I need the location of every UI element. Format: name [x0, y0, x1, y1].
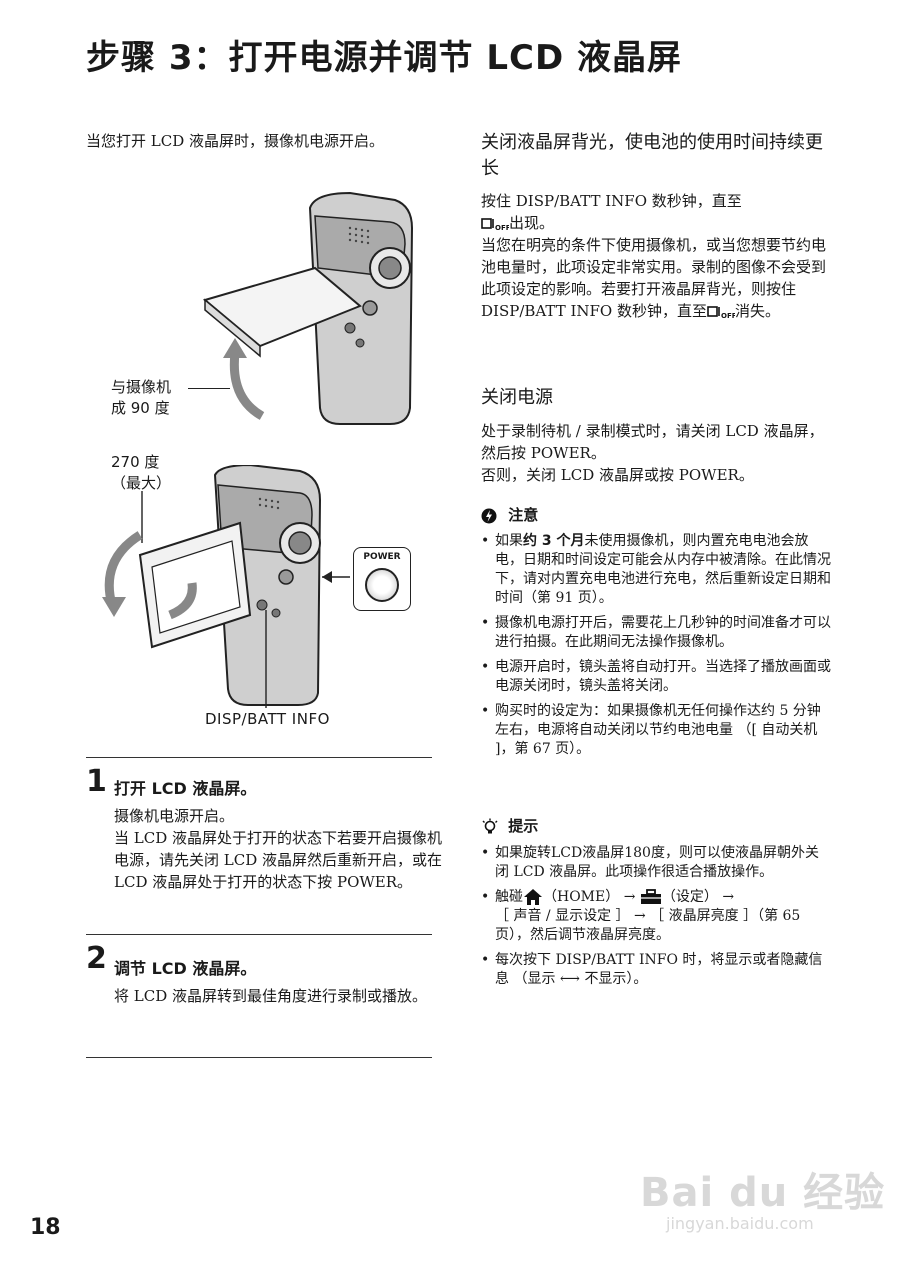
disp-batt-info-label: DISP/BATT INFO [205, 710, 330, 728]
poweroff-line2: 否则，关闭 LCD 液晶屏或按 POWER。 [481, 466, 754, 484]
toolbox-icon [640, 889, 661, 904]
backlight-off-icon-2: OFF [707, 306, 735, 320]
backlight-para2-a: 当您在明亮的条件下使用摄像机，或当您想要节约电池电量时，此项设定非常实用。录制的… [481, 236, 827, 320]
callout-270-degrees: 270 度 （最大） [111, 452, 171, 494]
step1-divider [86, 757, 432, 758]
page-title: 步骤 3：打开电源并调节 LCD 液晶屏 [86, 38, 683, 78]
note-item: 摄像机电源打开后，需要花上几秒钟的时间准备才可以进行拍摄。在此期间无法操作摄像机… [481, 614, 831, 652]
callout-90-leader [188, 388, 230, 389]
step2-title: 调节 LCD 液晶屏。 [114, 959, 257, 978]
backlight-body: 按住 DISP/BATT INFO 数秒钟，直至 OFF 出现。 当您在明亮的条… [481, 190, 826, 322]
left-right-arrow-icon: ⟷ [559, 971, 580, 987]
backlight-para2: 当您在明亮的条件下使用摄像机，或当您想要节约电池电量时，此项设定非常实用。录制的… [481, 234, 826, 322]
callout-90-degrees: 与摄像机 成 90 度 [111, 377, 171, 419]
backlight-para1: 按住 DISP/BATT INFO 数秒钟，直至 OFF 出现。 [481, 190, 826, 234]
note-item: 电源开启时，镜头盖将自动打开。当选择了播放画面或电源关闭时，镜头盖将关闭。 [481, 658, 831, 696]
tip-item: 如果旋转LCD液晶屏180度，则可以使液晶屏朝外关闭 LCD 液晶屏。此项操作很… [481, 844, 831, 882]
backlight-para2-b: 消失。 [735, 302, 781, 320]
power-label: POWER [363, 552, 401, 562]
note-item-1-bold: 约 3 个月 [523, 533, 585, 549]
note-item: 购买时的设定为：如果摄像机无任何操作达约 5 分钟左右，电源将自动关闭以节约电池… [481, 702, 831, 759]
power-button-icon [365, 568, 399, 602]
svg-text:OFF: OFF [721, 312, 735, 320]
tip3-a: 每次按下 DISP/BATT INFO 时，将显示或者隐藏信息 （显示 [495, 952, 823, 987]
callout-270-line2: （最大） [111, 474, 172, 492]
step1-body-line2: 当 LCD 液晶屏处于打开的状态下若要开启摄像机电源，请先关闭 LCD 液晶屏然… [114, 829, 443, 891]
note-heading-text: 注意 [508, 506, 539, 524]
step1-body: 摄像机电源开启。 当 LCD 液晶屏处于打开的状态下若要开启摄像机电源，请先关闭… [114, 805, 444, 893]
tip-item: 每次按下 DISP/BATT INFO 时，将显示或者隐藏信息 （显示 ⟷ 不显… [481, 951, 831, 989]
backlight-off-icon: OFF [481, 218, 509, 232]
note-item-1-post: 未使用摄像机，则内置充电电池会放电，日期和时间设定可能会从内存中被清除。在此情况… [495, 533, 831, 606]
right-arrow-icon: → [633, 908, 651, 924]
tip2-c: （设定） [661, 889, 718, 905]
backlight-heading: 关闭液晶屏背光，使电池的使用时间持续更长 [481, 132, 823, 179]
page-number: 18 [30, 1215, 61, 1240]
intro-text: 当您打开 LCD 液晶屏时，摄像机电源开启。 [86, 132, 385, 150]
watermark-url: jingyan.baidu.com [666, 1214, 814, 1233]
notes-list: 如果约 3 个月未使用摄像机，则内置充电电池会放电，日期和时间设定可能会从内存中… [481, 532, 831, 765]
backlight-para1-b: 出现。 [509, 214, 555, 232]
step2-divider [86, 934, 432, 935]
tip2-a: 触碰 [495, 889, 523, 905]
callout-90-line1: 与摄像机 [111, 378, 172, 396]
caution-icon [481, 508, 497, 523]
tip-heading: 提示 [481, 815, 538, 836]
step1-title: 打开 LCD 液晶屏。 [114, 779, 257, 798]
note-heading: 注意 [481, 504, 538, 525]
poweroff-heading: 关闭电源 [481, 387, 553, 408]
note-item: 如果约 3 个月未使用摄像机，则内置充电电池会放电，日期和时间设定可能会从内存中… [481, 532, 831, 608]
step2-number: 2 [86, 941, 107, 976]
tip3-b: 不显示）。 [584, 971, 648, 987]
watermark: Bai du 经验 jingyan.baidu.com [640, 1160, 885, 1233]
tip2-e: ［ 液晶屏亮度 ］（第 65 页），然后调节液晶屏亮度。 [495, 908, 801, 943]
poweroff-body: 处于录制待机 / 录制模式时，请关闭 LCD 液晶屏，然后按 POWER。 否则… [481, 420, 826, 486]
note-item-1-pre: 如果 [495, 533, 523, 549]
step1-number: 1 [86, 764, 107, 799]
poweroff-line1: 处于录制待机 / 录制模式时，请关闭 LCD 液晶屏，然后按 POWER。 [481, 422, 824, 462]
step2-body: 将 LCD 液晶屏转到最佳角度进行录制或播放。 [114, 987, 428, 1005]
callout-270-line1: 270 度 [111, 453, 160, 471]
tips-list: 如果旋转LCD液晶屏180度，则可以使液晶屏朝外关闭 LCD 液晶屏。此项操作很… [481, 844, 831, 995]
svg-text:OFF: OFF [495, 224, 509, 232]
callout-90-line2: 成 90 度 [111, 399, 170, 417]
camcorder-90-illustration [202, 191, 414, 425]
tip-item: 触碰 （HOME） → （设定） → ［ 声音 / 显示设定 ］ → ［ 液晶屏… [481, 888, 831, 945]
right-arrow-icon: → [623, 889, 640, 905]
tip-heading-text: 提示 [508, 817, 539, 835]
camcorder-270-illustration [102, 465, 350, 708]
tip2-d: ［ 声音 / 显示设定 ］ [495, 908, 630, 924]
step2-bottom-divider [86, 1057, 432, 1058]
watermark-logo: Bai du 经验 [640, 1170, 886, 1216]
home-icon [524, 889, 542, 905]
power-button-callout: POWER [353, 547, 411, 611]
step1-body-line1: 摄像机电源开启。 [114, 807, 235, 825]
tip2-b: （HOME） [543, 889, 620, 905]
backlight-para1-a: 按住 DISP/BATT INFO 数秒钟，直至 [481, 192, 742, 210]
lightbulb-icon [482, 818, 498, 833]
right-arrow-icon: → [722, 889, 735, 905]
